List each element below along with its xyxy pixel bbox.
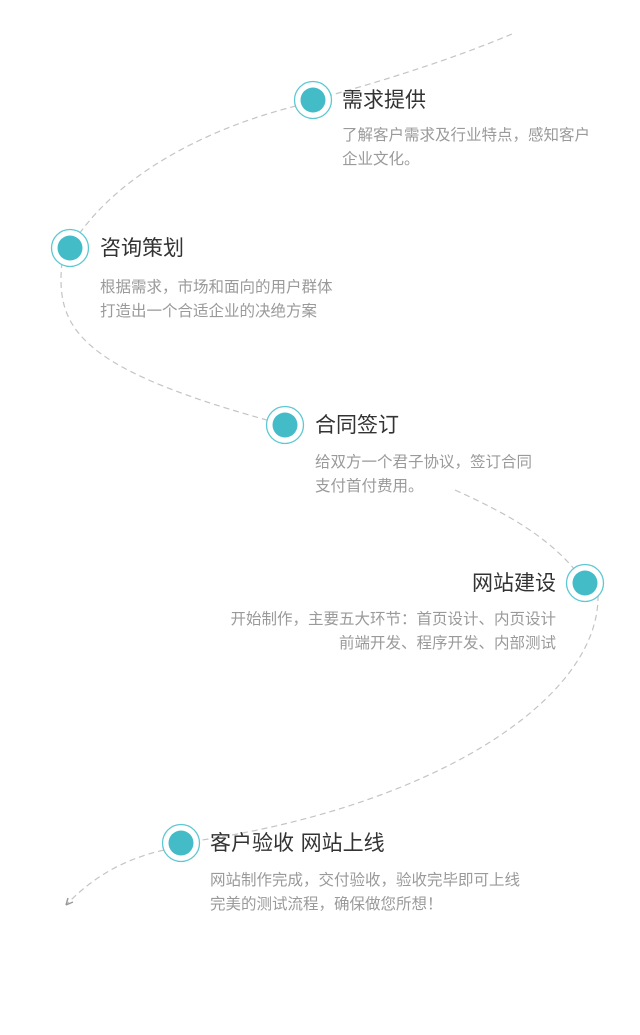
step-3-desc-line-1: 给双方一个君子协议，签订合同 [315, 453, 533, 471]
path-segment-end [65, 849, 165, 906]
step-5-desc-line-2: 完美的测试流程，确保做您所想！ [210, 895, 443, 913]
step-node-4 [565, 563, 605, 603]
step-2-desc-line-2: 打造出一个合适企业的决绝方案 [100, 302, 318, 320]
step-3-desc-line-2: 支付首付费用。 [315, 477, 424, 495]
step-2-title: 咨询策划 [100, 236, 184, 260]
step-5-desc-line-1: 网站制作完成，交付验收，验收完毕即可上线 [210, 871, 521, 889]
path-segment-start [312, 33, 513, 101]
step-5-title: 客户验收 网站上线 [210, 831, 385, 855]
step-2-desc-line-1: 根据需求，市场和面向的用户群体 [100, 278, 333, 296]
path-segment-4-5 [180, 594, 599, 844]
step-1-title: 需求提供 [342, 88, 426, 112]
arrow-head-icon [65, 897, 74, 906]
step-4-desc-line-1: 开始制作，主要五大环节：首页设计、内页设计 [230, 610, 556, 628]
step-node-2 [50, 228, 90, 268]
step-node-5 [161, 823, 201, 863]
step-1-desc-line-1: 了解客户需求及行业特点，感知客户 [342, 126, 591, 144]
step-3-title: 合同签订 [315, 413, 399, 437]
step-node-3 [265, 405, 305, 445]
path-segment-1-2 [69, 105, 297, 249]
path-segment-2-3 [60, 261, 286, 426]
step-4-desc-line-2: 前端开发、程序开发、内部测试 [338, 634, 556, 652]
step-node-1 [293, 80, 333, 120]
step-4-title: 网站建设 [472, 571, 556, 595]
step-1-desc-line-2: 企业文化。 [342, 150, 420, 168]
